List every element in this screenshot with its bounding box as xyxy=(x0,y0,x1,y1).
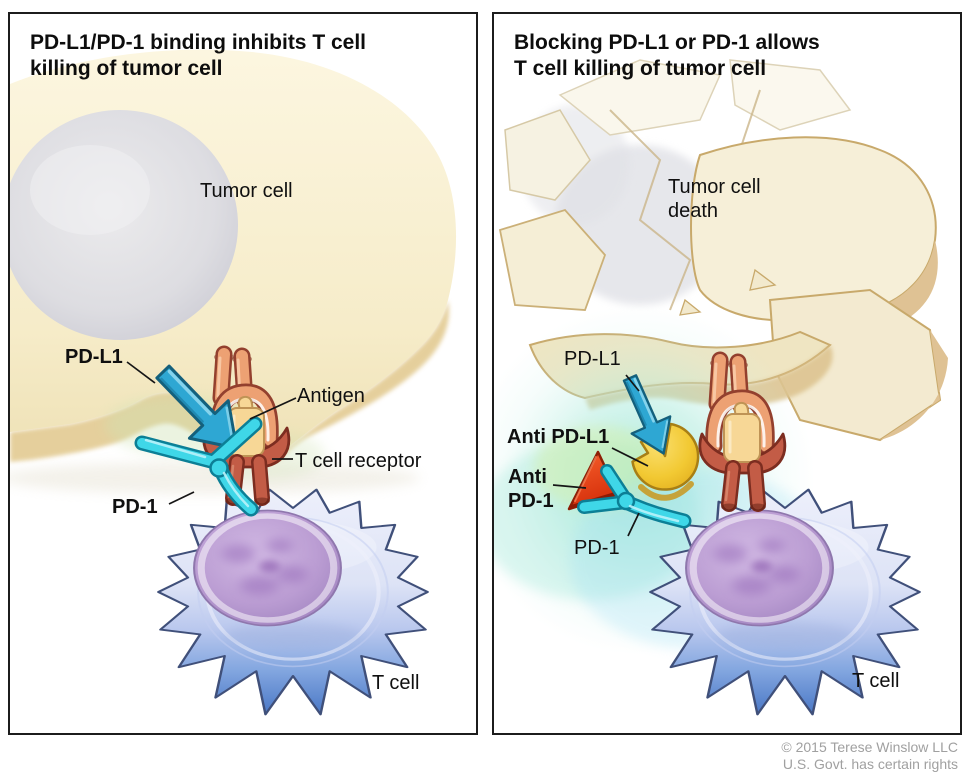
pd-1-label: PD-1 xyxy=(112,496,158,518)
copyright-credit: © 2015 Terese Winslow LLC U.S. Govt. has… xyxy=(781,739,958,773)
anti-pd-1-label: Anti PD-1 xyxy=(508,466,554,512)
tumor-cell-shape xyxy=(10,49,457,494)
right-title-line1: Blocking PD-L1 or PD-1 allows xyxy=(514,31,820,54)
tumor-fragments xyxy=(498,59,948,442)
leader-line-pd-l1 xyxy=(126,361,156,384)
t-cell-label: T cell xyxy=(852,670,900,692)
right-illustration xyxy=(494,59,948,733)
pd-1-label: PD-1 xyxy=(574,537,620,559)
leader-line-pd-l1 xyxy=(625,374,640,392)
left-title-line1: PD-L1/PD-1 binding inhibits T cell xyxy=(30,31,367,54)
left-illustration xyxy=(10,49,457,733)
leader-line-antigen xyxy=(249,397,297,420)
left-panel-title: PD-L1/PD-1 binding inhibits T cell killi… xyxy=(30,30,366,82)
tumor-cell-label: Tumor cell xyxy=(200,180,293,202)
right-panel-title: Blocking PD-L1 or PD-1 allows T cell kil… xyxy=(514,30,820,82)
credit-line2: U.S. Govt. has certain rights xyxy=(782,756,958,773)
left-title-line2: killing of tumor cell xyxy=(30,57,223,81)
leader-line-anti-pd-l1 xyxy=(611,447,649,467)
anti-pd-l1-label: Anti PD-L1 xyxy=(507,426,610,448)
tumor-cell-death-label: Tumor cell death xyxy=(668,176,761,222)
credit-line1: © 2015 Terese Winslow LLC xyxy=(781,739,958,755)
pd-l1-label: PD-L1 xyxy=(564,348,621,370)
left-panel: PD-L1/PD-1 binding inhibits T cell killi… xyxy=(8,12,478,735)
t-cell-receptor-label: T cell receptor xyxy=(295,450,422,472)
leader-line-anti-pd-1 xyxy=(552,484,587,489)
right-title-line2: T cell killing of tumor cell xyxy=(514,57,767,81)
pd-1-receptor xyxy=(134,416,263,517)
t-cell-label: T cell xyxy=(372,672,420,694)
leader-lines xyxy=(552,374,649,537)
right-panel: Blocking PD-L1 or PD-1 allows T cell kil… xyxy=(492,12,962,735)
leader-line-pd-1 xyxy=(627,512,640,537)
leader-line-pd-1 xyxy=(168,491,195,505)
leader-lines xyxy=(126,361,297,505)
pd-l1-label: PD-L1 xyxy=(65,346,123,368)
pd-1-receptor xyxy=(577,464,692,529)
antigen-label: Antigen xyxy=(297,385,365,407)
